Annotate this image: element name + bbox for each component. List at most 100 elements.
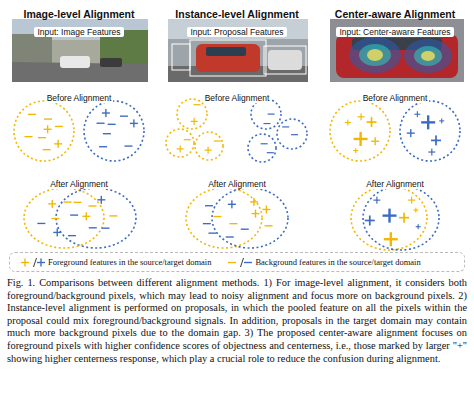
caption-slot: Fig. 1. Comparisons between different al… [7, 277, 467, 365]
photo-background [168, 19, 308, 82]
label-slot: Input: Proposal Features [158, 21, 316, 39]
input-label: Input: Proposal Features [187, 27, 286, 37]
plus-symbol [360, 113, 361, 120]
legend-box: Foreground features in the source/target… [9, 252, 465, 272]
minus-symbol [102, 227, 110, 228]
stage-label: After Alignment [364, 179, 426, 189]
plus-symbol [347, 120, 348, 126]
proposal-box [264, 46, 306, 74]
minus-symbol [63, 201, 71, 202]
legend-sample [18, 256, 46, 269]
plus-symbol [371, 117, 373, 127]
domain-cluster [212, 188, 288, 248]
domain-cluster [363, 186, 439, 250]
plus-symbol [86, 212, 87, 220]
minus-symbol [268, 113, 275, 114]
stage-label: After Alignment [206, 179, 268, 189]
minus-symbol [241, 229, 249, 230]
minus-symbol [230, 223, 238, 224]
plus-symbol [105, 109, 106, 117]
minus-symbol [228, 262, 236, 263]
minus-symbol [70, 214, 78, 215]
minus-symbol [214, 140, 221, 141]
minus-symbol [89, 227, 97, 228]
domain-cluster [330, 101, 390, 161]
domain-cluster [24, 188, 104, 248]
plus-symbol [266, 205, 267, 213]
street-photo [12, 19, 148, 82]
domain-cluster [14, 101, 74, 161]
minus-symbol [267, 152, 274, 153]
plus-symbol [415, 208, 416, 213]
domain-cluster [248, 134, 276, 162]
photo-background [330, 19, 464, 82]
photo-car [60, 56, 90, 68]
minus-symbol [28, 114, 36, 115]
domain-cluster [84, 101, 144, 161]
domain-cluster [251, 99, 281, 129]
minus-symbol [37, 223, 45, 224]
plus-symbol [47, 125, 48, 133]
figure-caption: Fig. 1. Comparisons between different al… [7, 277, 467, 365]
label-slot: After Alignment [316, 173, 474, 191]
domain-cluster [177, 99, 207, 129]
minus-symbol [43, 149, 51, 150]
domain-cluster [166, 129, 194, 157]
plus-symbol [180, 145, 181, 152]
plus-symbol [369, 215, 371, 225]
plus-symbol [403, 213, 405, 223]
minus-symbol [103, 133, 111, 134]
minus-symbol [124, 145, 132, 146]
plus-symbol [40, 259, 41, 267]
instance-level-clusters [166, 99, 307, 248]
photo-sky [12, 19, 148, 82]
minus-symbol [108, 124, 116, 125]
heat-blob [367, 49, 383, 61]
minus-symbol [226, 236, 234, 237]
minus-symbol [261, 143, 268, 144]
legend-slash [241, 258, 244, 267]
legend-text: Foreground features in the source/target… [48, 256, 211, 269]
plus-symbol [57, 140, 58, 148]
minus-symbol [109, 215, 117, 216]
label-slot: Before Alignment [316, 87, 474, 105]
proposal-photo [168, 19, 308, 82]
minus-symbol [193, 104, 200, 105]
stage-label: Before Alignment [45, 93, 114, 103]
proposal-box [172, 44, 190, 70]
plus-symbol [255, 210, 256, 218]
label-slot: After Alignment [0, 173, 158, 191]
plus-symbol [441, 118, 442, 123]
stage-label: Before Alignment [361, 93, 430, 103]
plus-symbol [133, 119, 134, 127]
plus-symbol [207, 147, 208, 154]
legend-sample [225, 256, 253, 269]
minus-symbol [263, 123, 270, 124]
plus-symbol [376, 197, 377, 204]
minus-symbol [74, 202, 82, 203]
minus-symbol [24, 136, 32, 137]
minus-symbol [99, 146, 107, 147]
plus-symbol [427, 115, 429, 129]
domain-cluster [400, 101, 460, 161]
stage-label: After Alignment [48, 179, 110, 189]
heat-blob [414, 46, 442, 66]
domain-cluster [277, 119, 307, 149]
plus-symbol [435, 135, 437, 145]
heat-blob [359, 44, 391, 66]
label-slot: After Alignment [158, 173, 316, 191]
heat-blob [349, 37, 401, 73]
legend-text: Background features in the source/target… [255, 256, 420, 269]
plus-symbol [431, 149, 432, 156]
minus-symbol [51, 218, 59, 219]
plus-symbol [194, 118, 195, 125]
plus-symbol [101, 196, 102, 204]
heat-blob [404, 39, 452, 73]
plus-symbol [52, 200, 53, 208]
minus-symbol [213, 216, 221, 217]
column-heading: Instance-level Alignment [175, 8, 298, 20]
column-heading: Center-aware Alignment [335, 8, 455, 20]
plus-symbol [355, 148, 356, 153]
photo-car-window [206, 47, 246, 56]
